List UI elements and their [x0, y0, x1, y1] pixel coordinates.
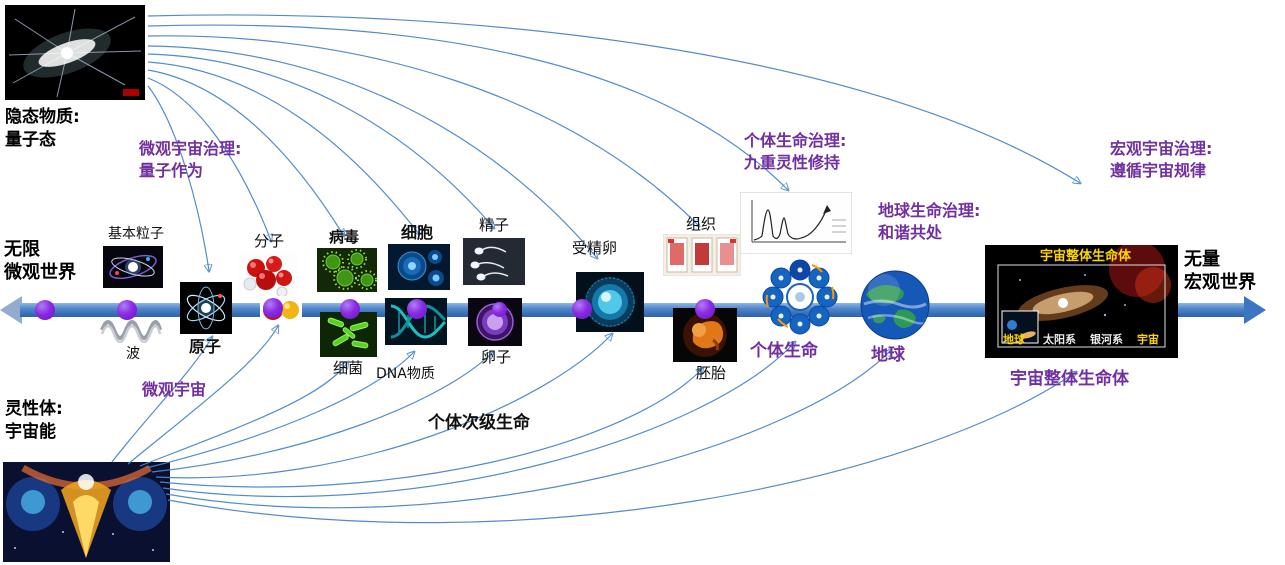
individual-life-ring-image [762, 255, 838, 335]
atom-icon [180, 282, 232, 334]
axis-dot [35, 300, 55, 320]
hidden-matter-label: 隐态物质: 量子态 [5, 107, 80, 150]
quantum-state-image [5, 5, 145, 100]
axis-dot [340, 299, 360, 319]
cosmic-whole-life-panel: 宇宙整体生命体 地球 太阳系 银河系 宇宙 [985, 245, 1178, 358]
cosmic-energy-image [3, 462, 170, 562]
dna-label: DNA物质 [376, 366, 435, 382]
galaxy-label-solar-system: 太阳系 [1042, 332, 1076, 346]
spiritual-practice-chart-image [740, 192, 852, 254]
axis-dot [263, 298, 283, 318]
wave-label: 波 [126, 346, 140, 362]
micro-governance-label: 微观宇宙治理: 量子作为 [139, 139, 242, 180]
tissue-label: 组织 [686, 215, 717, 233]
virus-label: 病毒 [329, 228, 360, 246]
cell-label: 细胞 [401, 223, 434, 242]
embryo-label: 胚胎 [696, 364, 727, 382]
sperm-label: 精子 [479, 216, 510, 234]
earth-icon [860, 270, 930, 340]
micro-world-label: 无限 微观世界 [4, 239, 76, 284]
axis-dot [695, 299, 715, 319]
galaxy-label-universe: 宇宙 [1137, 332, 1159, 346]
cell-image [388, 244, 450, 290]
virus-image [317, 248, 377, 292]
axis-dot [492, 302, 507, 317]
axis-arrowhead-right-icon [1244, 296, 1266, 324]
earth-label: 地球 [871, 345, 905, 365]
chart-icon [740, 192, 852, 254]
zygote-label: 受精卵 [572, 239, 618, 257]
curve-arrow-energy-to-bacteria [139, 362, 348, 467]
curve-arrow-quantum-to-macro [147, 14, 1080, 183]
micro-universe-label: 微观宇宙 [142, 380, 207, 399]
life-ring-icon [762, 259, 838, 335]
particle-icon [103, 246, 163, 288]
curve-arrow-energy-to-egg [151, 352, 493, 473]
virus-icon [317, 248, 377, 292]
sperm-icon [463, 238, 525, 285]
galaxy-panel-title: 宇宙整体生命体 [1040, 248, 1132, 264]
bacteria-label: 细菌 [333, 359, 364, 377]
zygote-icon [576, 272, 644, 332]
molecule-icon [238, 252, 298, 300]
quantum-burst-icon [5, 5, 145, 100]
galaxy-panel-icon: 宇宙整体生命体 地球 太阳系 银河系 宇宙 [985, 245, 1178, 358]
axis-dot [117, 300, 137, 320]
curve-arrow-quantum-to-chart [147, 24, 788, 190]
earth-image [858, 268, 932, 342]
egg-label: 卵子 [481, 348, 512, 366]
curve-arrow-quantum-to-tissue [147, 35, 699, 226]
cosmic-energy-icon [3, 462, 170, 562]
individual-governance-label: 个体生命治理: 九重灵性修持 [744, 131, 847, 172]
tissue-image [663, 234, 741, 276]
axis-arrowhead-left-icon [0, 296, 22, 324]
axis-dot [572, 299, 592, 319]
molecule-label: 分子 [254, 232, 285, 250]
macro-governance-label: 宏观宇宙治理: 遵循宇宙规律 [1110, 139, 1213, 180]
elementary-particle-image [103, 246, 163, 288]
spiritual-body-label: 灵性体: 宇宙能 [5, 399, 63, 442]
zygote-image [576, 272, 644, 332]
axis-dot [407, 299, 427, 319]
tissue-icon [663, 234, 741, 276]
secondary-life-label: 个体次级生命 [428, 413, 530, 433]
curve-arrow-energy-to-zygote [155, 334, 612, 479]
earth-governance-label: 地球生命治理: 和谐共处 [878, 201, 981, 242]
curve-arrow-energy-to-dna [145, 352, 414, 469]
sperm-image [463, 238, 525, 285]
cell-icon [388, 244, 450, 290]
macro-world-label: 无量 宏观世界 [1184, 249, 1256, 294]
molecule-image [238, 252, 298, 300]
atom-label: 原子 [189, 337, 222, 356]
galaxy-label-milky-way: 银河系 [1090, 332, 1123, 346]
atom-image [180, 282, 232, 334]
elementary-particle-label: 基本粒子 [108, 226, 164, 242]
cosmic-whole-life-label: 宇宙整体生命体 [1010, 369, 1129, 389]
curve-arrow-energy-to-cosmic-whole [167, 372, 1076, 524]
galaxy-label-earth: 地球 [1003, 332, 1026, 346]
individual-life-label: 个体生命 [750, 341, 818, 361]
